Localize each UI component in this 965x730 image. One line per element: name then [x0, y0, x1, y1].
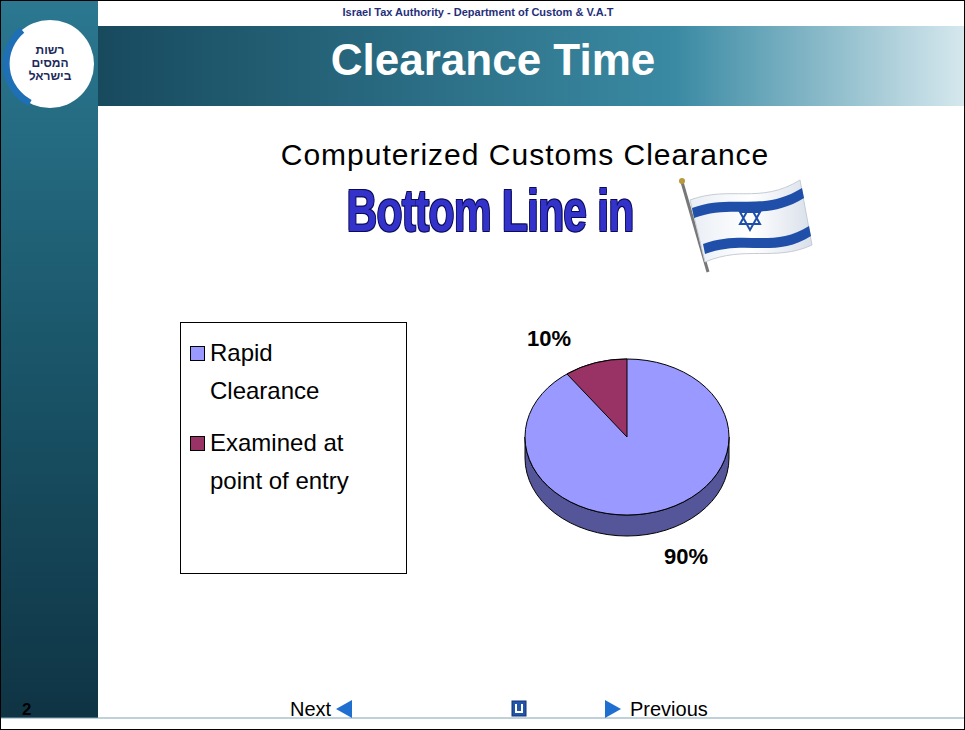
legend-swatch — [190, 436, 205, 451]
slice-percent: 90% — [664, 544, 708, 570]
footer-rule — [0, 718, 965, 719]
page-number: 2 — [22, 700, 31, 720]
israel-flag — [679, 178, 812, 272]
legend-swatch — [190, 346, 205, 361]
logo-arc — [6, 30, 30, 103]
legend-text: Rapid Clearance — [210, 334, 350, 410]
footer-navigation — [336, 700, 621, 718]
nav-previous: Previous — [630, 698, 708, 721]
slice-percent: 10% — [527, 326, 571, 352]
header-text: Israel Tax Authority - Department of Cus… — [98, 6, 858, 18]
legend-text: Examined at point of entry — [210, 424, 350, 500]
legend-box — [181, 323, 407, 574]
logo-text: רשות המסים בישראל — [26, 44, 74, 83]
subtitle: Computerized Customs Clearance — [130, 138, 920, 172]
pie-chart — [525, 359, 729, 536]
side-bar — [0, 0, 98, 718]
slide-title: Clearance Time — [98, 30, 888, 90]
title-band — [0, 26, 965, 106]
nav-next: Next — [290, 698, 331, 721]
bottom-line-heading: Bottom Line in — [334, 176, 646, 245]
logo-disc — [6, 20, 94, 108]
